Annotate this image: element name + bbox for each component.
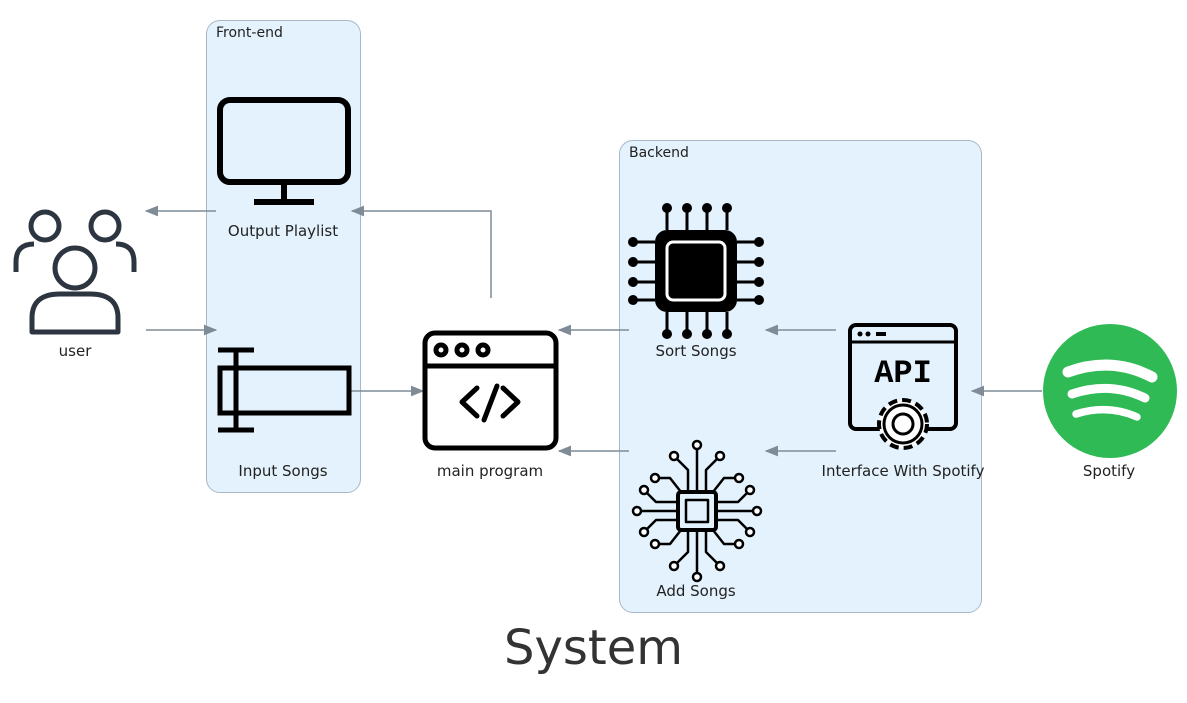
edge-main-to-output: [350, 205, 492, 298]
sort-songs-label: Sort Songs: [655, 342, 737, 360]
frontend-cluster-label: Front-end: [216, 25, 283, 41]
circuit-chip-icon: [631, 439, 763, 583]
output-playlist-label: Output Playlist: [227, 222, 339, 240]
users-icon: [13, 209, 137, 335]
api-gear-icon: API: [848, 323, 958, 450]
spotify-logo-icon: [1043, 324, 1177, 458]
add-songs-label: Add Songs: [656, 582, 736, 600]
diagram-title: System: [504, 620, 683, 676]
cpu-chip-icon: [628, 203, 764, 339]
backend-cluster: Backend: [619, 140, 982, 613]
spotify-label: Spotify: [1082, 462, 1136, 480]
code-window-icon: [422, 330, 559, 451]
api-text: API: [874, 355, 932, 392]
monitor-icon: [217, 97, 351, 205]
interface-spotify-label: Interface With Spotify: [821, 462, 985, 480]
input-songs-label: Input Songs: [238, 462, 328, 480]
backend-cluster-label: Backend: [629, 145, 689, 161]
input-field-icon: [217, 347, 352, 433]
main-program-label: main program: [436, 462, 544, 480]
user-label: user: [58, 342, 92, 360]
